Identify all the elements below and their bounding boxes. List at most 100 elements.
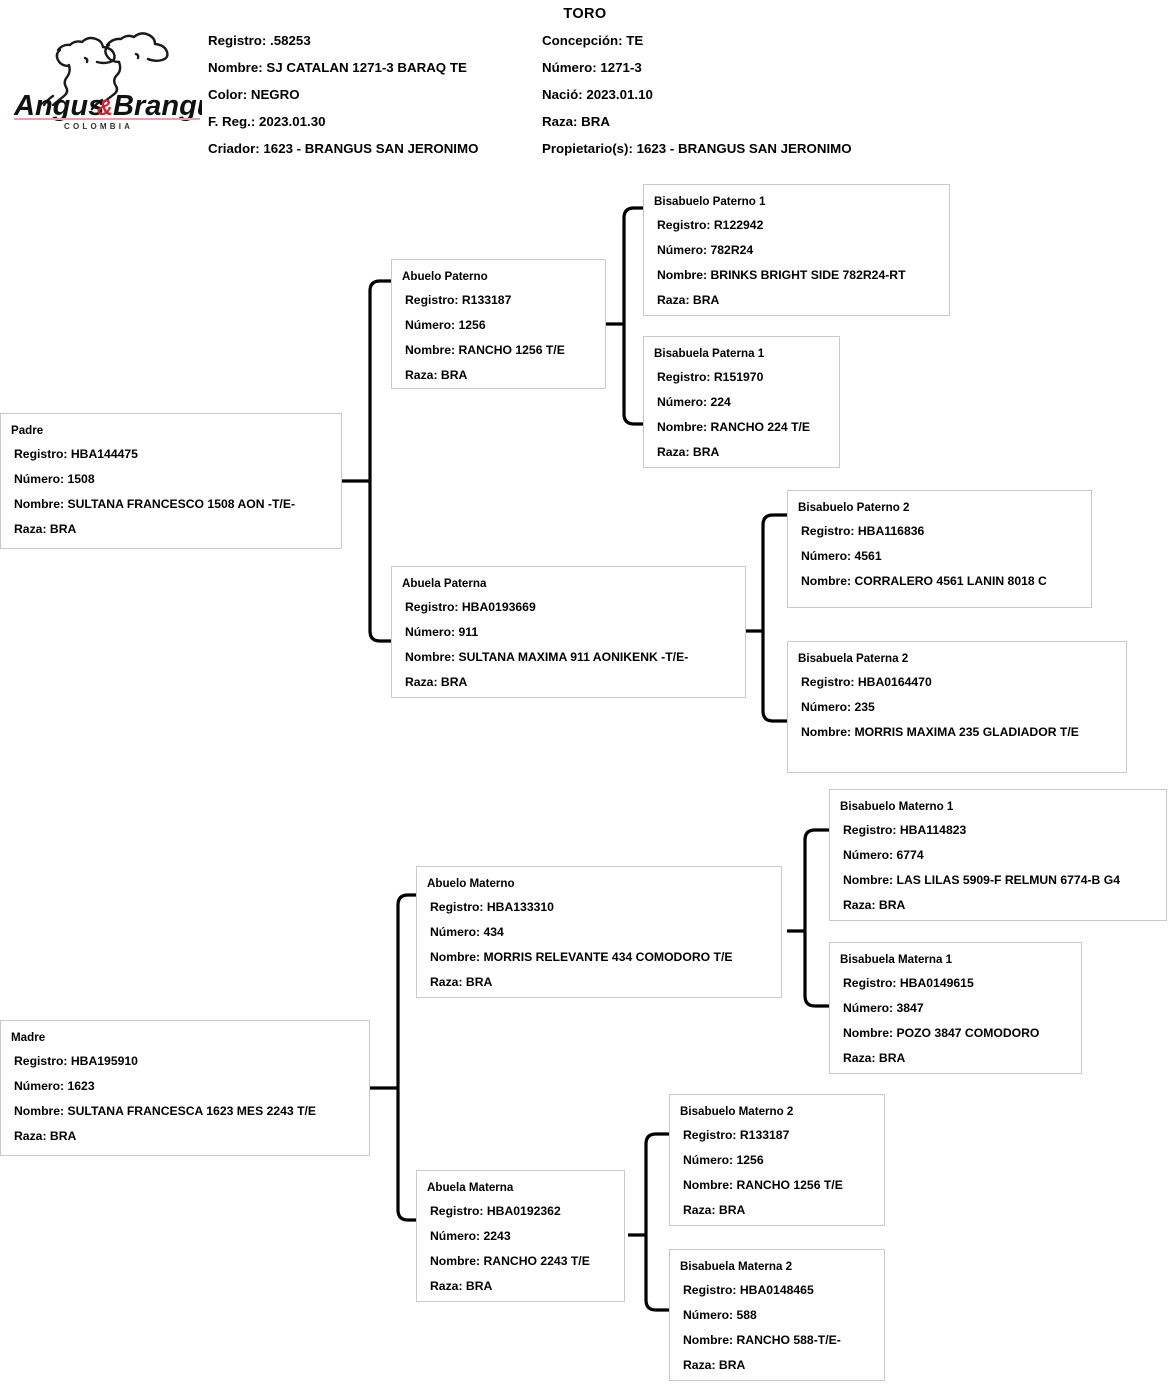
node-raza: Raza: BRA bbox=[405, 675, 468, 689]
node-registro: Registro: HBA133310 bbox=[430, 900, 554, 914]
header-concepcion: Concepción: TE bbox=[542, 33, 644, 48]
node-bisabuela-materna-1[interactable]: Bisabuela Materna 1 Registro: HBA0149615… bbox=[829, 942, 1082, 1074]
header-row: Registro: .58253 Concepción: TE bbox=[208, 33, 1158, 60]
node-numero: Número: 1256 bbox=[683, 1153, 764, 1167]
node-bisabuela-materna-2[interactable]: Bisabuela Materna 2 Registro: HBA0148465… bbox=[669, 1249, 885, 1381]
node-title: Bisabuelo Paterno 1 bbox=[654, 195, 766, 208]
header-raza: Raza: BRA bbox=[542, 114, 610, 129]
header-propietario: Propietario(s): 1623 - BRANGUS SAN JERON… bbox=[542, 141, 852, 156]
node-title: Bisabuelo Materno 2 bbox=[680, 1105, 794, 1118]
node-title: Abuela Paterna bbox=[402, 577, 487, 590]
node-abuela-paterna[interactable]: Abuela Paterna Registro: HBA0193669 Núme… bbox=[391, 566, 746, 698]
node-registro: Registro: HBA0164470 bbox=[801, 675, 932, 689]
header-freg: F. Reg.: 2023.01.30 bbox=[208, 114, 326, 129]
node-numero: Número: 782R24 bbox=[657, 243, 754, 257]
node-numero: Número: 1623 bbox=[14, 1079, 95, 1093]
node-nombre: Nombre: RANCHO 1256 T/E bbox=[405, 343, 565, 357]
header-row: Nombre: SJ CATALAN 1271-3 BARAQ TE Númer… bbox=[208, 60, 1158, 87]
node-nombre: Nombre: CORRALERO 4561 LANIN 8018 C bbox=[801, 574, 1047, 588]
node-raza: Raza: BRA bbox=[430, 1279, 493, 1293]
node-title: Padre bbox=[11, 424, 44, 437]
node-registro: Registro: HBA0193669 bbox=[405, 600, 536, 614]
header-registro: Registro: .58253 bbox=[208, 33, 311, 48]
connector-abuela-materna-bisabuelos bbox=[628, 1122, 672, 1322]
logo-red-rule bbox=[14, 118, 200, 120]
header-row: Criador: 1623 - BRANGUS SAN JERONIMO Pro… bbox=[208, 141, 1158, 168]
node-numero: Número: 1508 bbox=[14, 472, 95, 486]
node-registro: Registro: HBA195910 bbox=[14, 1054, 138, 1068]
node-title: Bisabuela Paterna 2 bbox=[798, 652, 909, 665]
node-padre[interactable]: Padre Registro: HBA144475 Número: 1508 N… bbox=[0, 413, 342, 549]
node-registro: Registro: HBA114823 bbox=[843, 823, 967, 837]
logo-subtitle: COLOMBIA bbox=[64, 122, 133, 130]
node-registro: Registro: HBA0192362 bbox=[430, 1204, 561, 1218]
node-bisabuelo-paterno-1[interactable]: Bisabuelo Paterno 1 Registro: R122942 Nú… bbox=[643, 184, 950, 316]
node-bisabuela-paterna-1[interactable]: Bisabuela Paterna 1 Registro: R151970 Nú… bbox=[643, 336, 840, 468]
header-nombre: Nombre: SJ CATALAN 1271-3 BARAQ TE bbox=[208, 60, 467, 75]
node-raza: Raza: BRA bbox=[843, 898, 906, 912]
node-bisabuelo-paterno-2[interactable]: Bisabuelo Paterno 2 Registro: HBA116836 … bbox=[787, 490, 1092, 608]
node-numero: Número: 224 bbox=[657, 395, 731, 409]
node-registro: Registro: HBA144475 bbox=[14, 447, 138, 461]
node-nombre: Nombre: SULTANA MAXIMA 911 AONIKENK -T/E… bbox=[405, 650, 689, 664]
logo-svg: Angus & Brangus COLOMBIA bbox=[13, 32, 202, 130]
node-registro: Registro: R122942 bbox=[657, 218, 764, 232]
cow-heads-icon bbox=[42, 32, 169, 111]
node-registro: Registro: HBA0148465 bbox=[683, 1283, 814, 1297]
node-title: Bisabuelo Paterno 2 bbox=[798, 501, 910, 514]
header-numero: Número: 1271-3 bbox=[542, 60, 642, 75]
node-nombre: Nombre: BRINKS BRIGHT SIDE 782R24-RT bbox=[657, 268, 906, 282]
node-numero: Número: 2243 bbox=[430, 1229, 511, 1243]
node-raza: Raza: BRA bbox=[657, 445, 720, 459]
header-row: Color: NEGRO Nació: 2023.01.10 bbox=[208, 87, 1158, 114]
node-raza: Raza: BRA bbox=[14, 522, 77, 536]
page-title: TORO bbox=[563, 6, 607, 22]
header-info: Registro: .58253 Concepción: TE Nombre: … bbox=[208, 33, 1158, 168]
node-raza: Raza: BRA bbox=[683, 1358, 746, 1372]
node-abuela-materna[interactable]: Abuela Materna Registro: HBA0192362 Núme… bbox=[416, 1170, 625, 1302]
node-raza: Raza: BRA bbox=[405, 368, 468, 382]
connector-abuelo-paterno-bisabuelos bbox=[606, 196, 648, 436]
node-nombre: Nombre: RANCHO 224 T/E bbox=[657, 420, 811, 434]
node-raza: Raza: BRA bbox=[430, 975, 493, 989]
node-bisabuelo-materno-2[interactable]: Bisabuelo Materno 2 Registro: R133187 Nú… bbox=[669, 1094, 885, 1226]
node-title: Abuelo Paterno bbox=[402, 270, 488, 283]
node-registro: Registro: R133187 bbox=[405, 293, 512, 307]
node-bisabuelo-materno-1[interactable]: Bisabuelo Materno 1 Registro: HBA114823 … bbox=[829, 789, 1167, 921]
connector-abuela-paterna-bisabuelos bbox=[745, 503, 789, 733]
node-numero: Número: 911 bbox=[405, 625, 479, 639]
node-abuelo-materno[interactable]: Abuelo Materno Registro: HBA133310 Númer… bbox=[416, 866, 782, 998]
header-criador: Criador: 1623 - BRANGUS SAN JERONIMO bbox=[208, 141, 479, 156]
node-nombre: Nombre: RANCHO 2243 T/E bbox=[430, 1254, 590, 1268]
node-bisabuela-paterna-2[interactable]: Bisabuela Paterna 2 Registro: HBA0164470… bbox=[787, 641, 1127, 773]
angus-brangus-logo: Angus & Brangus COLOMBIA bbox=[12, 22, 202, 130]
node-title: Bisabuelo Materno 1 bbox=[840, 800, 954, 813]
node-title: Madre bbox=[11, 1031, 46, 1044]
node-madre[interactable]: Madre Registro: HBA195910 Número: 1623 N… bbox=[0, 1020, 370, 1156]
node-registro: Registro: R151970 bbox=[657, 370, 764, 384]
header-row: F. Reg.: 2023.01.30 Raza: BRA bbox=[208, 114, 1158, 141]
node-numero: Número: 235 bbox=[801, 700, 875, 714]
node-registro: Registro: HBA116836 bbox=[801, 524, 925, 538]
node-nombre: Nombre: LAS LILAS 5909-F RELMUN 6774-B G… bbox=[843, 873, 1120, 887]
node-raza: Raza: BRA bbox=[843, 1051, 906, 1065]
node-numero: Número: 588 bbox=[683, 1308, 757, 1322]
node-raza: Raza: BRA bbox=[683, 1203, 746, 1217]
header-color: Color: NEGRO bbox=[208, 87, 300, 102]
node-nombre: Nombre: RANCHO 1256 T/E bbox=[683, 1178, 843, 1192]
node-abuelo-paterno[interactable]: Abuelo Paterno Registro: R133187 Número:… bbox=[391, 259, 606, 389]
node-title: Bisabuela Materna 2 bbox=[680, 1260, 793, 1273]
node-numero: Número: 3847 bbox=[843, 1001, 924, 1015]
node-nombre: Nombre: SULTANA FRANCESCA 1623 MES 2243 … bbox=[14, 1104, 317, 1118]
logo-ampersand: & bbox=[97, 95, 113, 120]
connector-abuelo-materno-bisabuelos bbox=[787, 818, 831, 1018]
node-registro: Registro: R133187 bbox=[683, 1128, 790, 1142]
node-raza: Raza: BRA bbox=[14, 1129, 77, 1143]
node-title: Bisabuela Paterna 1 bbox=[654, 347, 765, 360]
node-title: Abuela Materna bbox=[427, 1181, 514, 1194]
node-nombre: Nombre: RANCHO 588-T/E- bbox=[683, 1333, 841, 1347]
node-numero: Número: 434 bbox=[430, 925, 504, 939]
node-numero: Número: 6774 bbox=[843, 848, 924, 862]
node-nombre: Nombre: SULTANA FRANCESCO 1508 AON -T/E- bbox=[14, 497, 296, 511]
